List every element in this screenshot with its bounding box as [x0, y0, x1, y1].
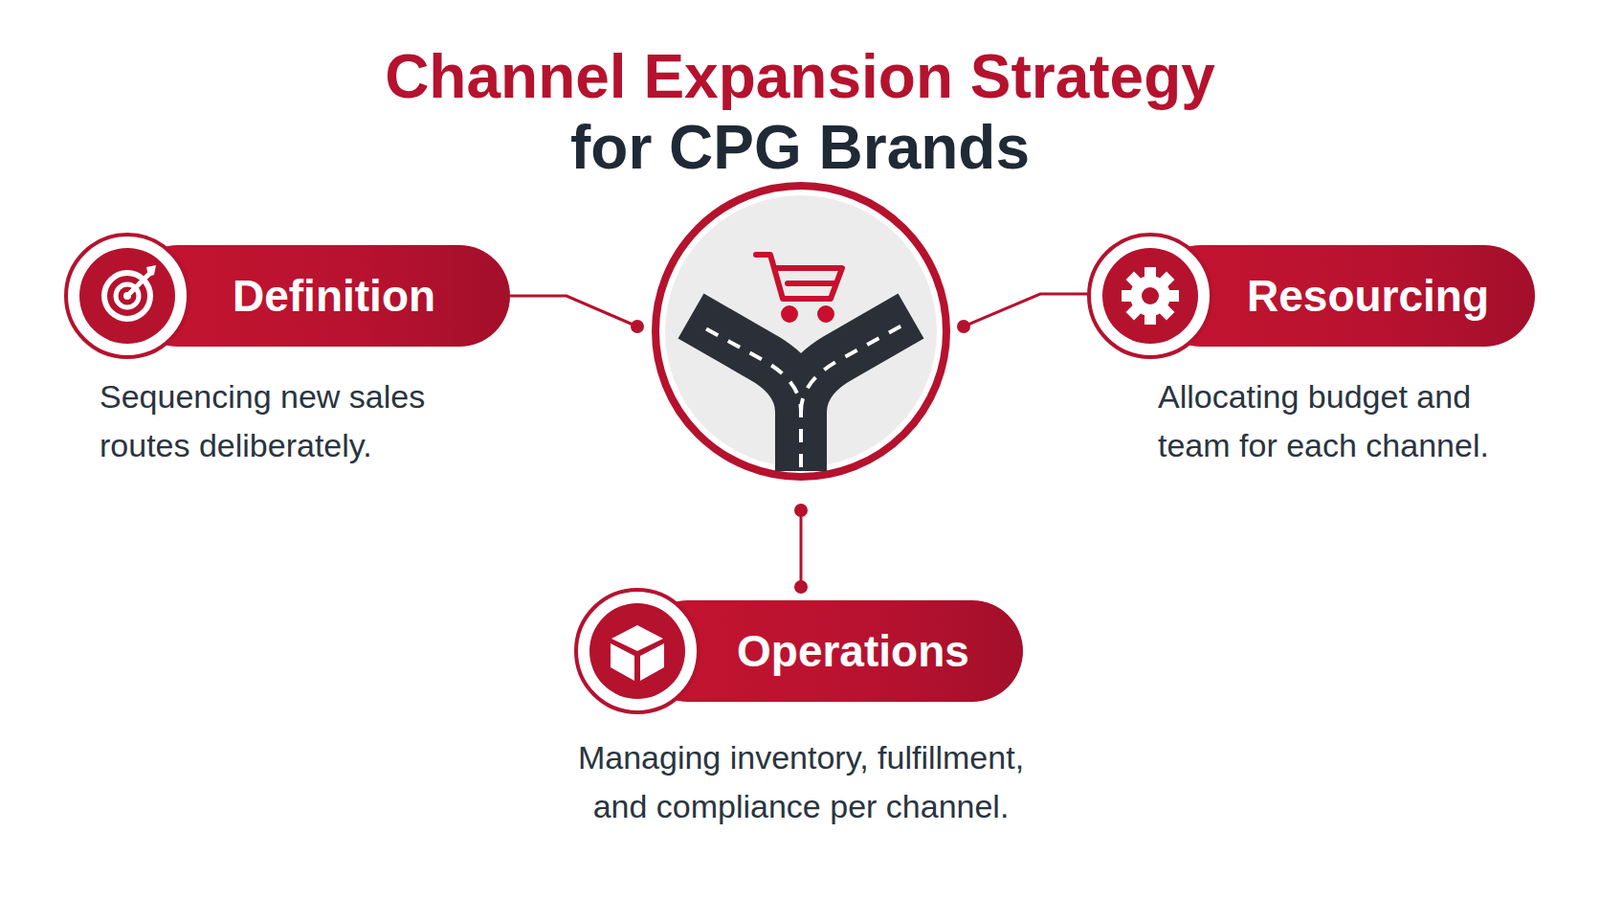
leader-line — [510, 295, 638, 327]
road-dash — [696, 323, 801, 467]
node-heading: Operations — [736, 600, 970, 702]
leader-line — [963, 293, 1091, 327]
box-left — [610, 643, 635, 681]
cart-basket — [755, 254, 843, 299]
cart-rail — [787, 280, 835, 287]
node-description: Allocating budget and team for each chan… — [1157, 372, 1541, 470]
diagram-title: Channel Expansion Strategy for CPG Brand… — [359, 41, 1241, 183]
hub-ring — [655, 185, 947, 477]
junction-dot — [630, 319, 645, 334]
node-heading: Resourcing — [1246, 244, 1489, 347]
junction-dot — [794, 503, 808, 517]
road-right — [800, 315, 912, 471]
road-fork — [690, 315, 912, 471]
pill-node: ResourcingAllocating budget and team for… — [1150, 244, 1535, 347]
gear-tooth — [1126, 271, 1144, 289]
node-heading: Definition — [232, 244, 436, 347]
pill-node: DefinitionSequencing new sales routes de… — [127, 244, 511, 347]
cart-wheel — [783, 308, 796, 320]
node-description: Sequencing new sales routes deliberately… — [99, 372, 483, 470]
gear-tooth — [1126, 302, 1144, 320]
road-dash — [800, 323, 906, 412]
junction-dots — [630, 319, 971, 594]
pill-node: OperationsManaging inventory, fulfillmen… — [637, 600, 1023, 702]
leader-line — [800, 510, 803, 587]
junction-dot — [794, 579, 808, 594]
cart-wheel — [820, 308, 832, 320]
node-description: Managing inventory, fulfillment, and com… — [561, 733, 1041, 831]
cart-icon — [755, 254, 843, 320]
gear-tooth — [1121, 289, 1135, 302]
junction-dot — [956, 319, 971, 334]
